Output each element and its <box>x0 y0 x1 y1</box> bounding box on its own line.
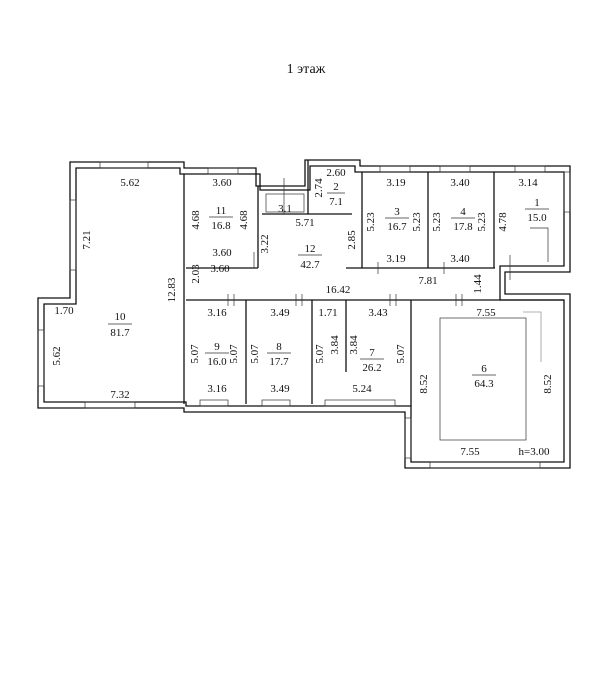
room-area: 16.7 <box>387 221 407 233</box>
dimension-label: 4.78 <box>497 212 509 232</box>
room-area: 16.8 <box>211 220 231 232</box>
stair-fixture <box>265 193 549 262</box>
dimension-label: 5.23 <box>431 212 443 232</box>
dimension-label: 3.60 <box>210 263 230 275</box>
room-area: 7.1 <box>329 196 343 208</box>
dimension-label: 3.14 <box>518 177 538 189</box>
dimension-label: 3.84 <box>348 335 360 355</box>
room-number: 2 <box>333 181 339 193</box>
dimension-label: 5.23 <box>365 212 377 232</box>
room-labels: 10 81.7 11 16.8 12 42.7 2 7.1 3 16.7 4 1… <box>108 181 549 390</box>
dimension-label: 8.52 <box>418 374 430 393</box>
dimension-label: 3.43 <box>368 307 388 319</box>
dimension-label: 2.85 <box>346 230 358 250</box>
dimension-label: 3.1 <box>278 203 292 215</box>
dimension-label: 2.03 <box>190 264 202 284</box>
windows <box>37 161 571 469</box>
pool-outline <box>439 311 542 441</box>
dimension-label: 2.74 <box>313 178 325 198</box>
dimension-label: 5.07 <box>314 344 326 364</box>
dimension-label: 3.84 <box>329 335 341 355</box>
dimension-label: 3.49 <box>270 307 290 319</box>
page-title: 1 этаж <box>286 62 326 77</box>
dimension-label: 3.40 <box>450 253 470 265</box>
dimension-label: 3.19 <box>386 177 406 189</box>
room-area: 26.2 <box>362 362 381 374</box>
dimension-label: 3.60 <box>212 247 232 259</box>
dimension-label: 3.16 <box>207 307 227 319</box>
dimension-label: 5.07 <box>228 344 240 364</box>
dimension-label: 7.55 <box>460 446 480 458</box>
dimension-label: 5.24 <box>352 383 372 395</box>
dimension-label: 1.71 <box>318 307 337 319</box>
dimension-label: 5.07 <box>189 344 201 364</box>
dimension-label: 3.60 <box>212 177 232 189</box>
dimension-label: 5.62 <box>120 177 139 189</box>
room-area: 42.7 <box>300 259 320 271</box>
room-number: 8 <box>276 341 282 353</box>
interior-walls <box>183 160 564 406</box>
room-number: 11 <box>216 205 227 217</box>
dimension-label: 1.44 <box>472 274 484 294</box>
dimension-label: 12.83 <box>166 277 178 302</box>
room-number: 1 <box>534 197 540 209</box>
dimension-label: 3.40 <box>450 177 470 189</box>
dimension-label: 7.32 <box>110 389 129 401</box>
dimension-label: 1.70 <box>54 305 74 317</box>
dimension-label: 8.52 <box>542 374 554 393</box>
room-number: 10 <box>115 311 127 323</box>
dimension-label: 5.62 <box>51 346 63 365</box>
dimension-label: 7.55 <box>476 307 496 319</box>
room-area: 17.8 <box>453 221 473 233</box>
room-area: 81.7 <box>110 327 130 339</box>
door-marks <box>227 178 511 306</box>
room-number: 7 <box>369 347 375 359</box>
dimension-label: 5.07 <box>395 344 407 364</box>
room-area: 16.0 <box>207 356 227 368</box>
dimension-label: 3.16 <box>207 383 227 395</box>
dimension-label: 5.71 <box>295 217 314 229</box>
dimension-label: 5.23 <box>476 212 488 232</box>
room-area: 17.7 <box>269 356 289 368</box>
dimension-label: 5.07 <box>249 344 261 364</box>
dimension-label: 3.22 <box>259 234 271 253</box>
dimension-label: 3.19 <box>386 253 406 265</box>
room-number: 4 <box>460 206 466 218</box>
dimension-label: 7.81 <box>418 275 437 287</box>
room-number: 9 <box>214 341 220 353</box>
dimension-label: 3.49 <box>270 383 290 395</box>
room-number: 6 <box>481 363 487 375</box>
room-number: 3 <box>394 206 400 218</box>
room-area: 64.3 <box>474 378 494 390</box>
dimension-label: 4.68 <box>190 210 202 230</box>
room-number: 12 <box>305 243 316 255</box>
dimension-label: 4.68 <box>238 210 250 230</box>
ceiling-height-label: h=3.00 <box>519 446 550 458</box>
dimension-label: 7.21 <box>81 230 93 249</box>
room-area: 15.0 <box>527 212 547 224</box>
dimension-labels: 5.62 7.21 12.83 1.70 5.62 7.32 3.60 4.68… <box>51 167 554 458</box>
dimension-label: 2.60 <box>326 167 346 179</box>
dimension-label: 16.42 <box>326 284 351 296</box>
dimension-label: 5.23 <box>411 212 423 232</box>
